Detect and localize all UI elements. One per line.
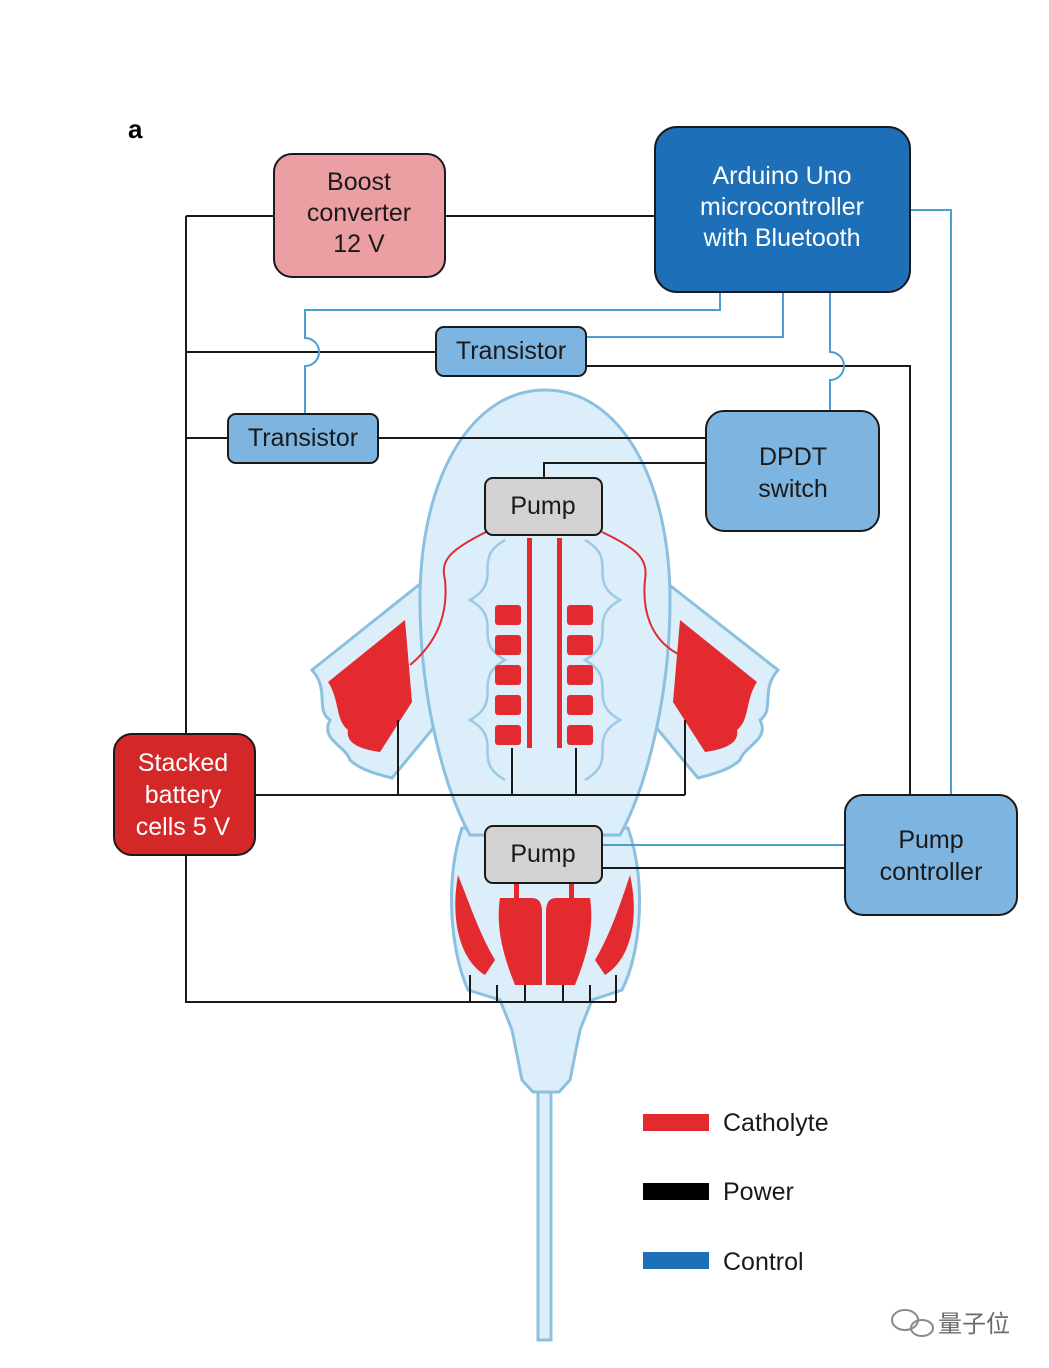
- left-fin-chamber: [328, 620, 412, 752]
- pump-upper-label: Pump: [510, 492, 575, 520]
- central-channel-right: [557, 538, 562, 748]
- arduino-box: Arduino Uno microcontroller with Bluetoo…: [654, 126, 911, 293]
- wechat-icon: [891, 1309, 934, 1337]
- tail-chamber-right-inner: [546, 898, 592, 985]
- control-lines: [304, 209, 952, 846]
- battery-label-1: Stacked: [138, 749, 228, 777]
- catholyte-chambers: [328, 538, 757, 985]
- battery-box: Stacked battery cells 5 V: [113, 733, 256, 856]
- tail-chamber-left-inner: [498, 898, 542, 985]
- boost-converter-box: Boost converter 12 V: [273, 153, 446, 278]
- legend: Catholyte Power Control: [643, 1109, 829, 1276]
- catholyte-tubing: [409, 531, 681, 666]
- tail-chamber-left-outer: [455, 875, 495, 975]
- battery-label-3: cells 5 V: [136, 813, 231, 841]
- right-fin-chamber: [673, 620, 757, 752]
- pump-controller-label-1: Pump: [898, 826, 963, 854]
- transistor-lower-box: Transistor: [227, 413, 379, 464]
- transistor-lower-label: Transistor: [248, 424, 358, 452]
- panel-label: a: [128, 114, 143, 144]
- main-body: [418, 388, 672, 837]
- body-ribs: [467, 538, 623, 782]
- dpdt-switch-label-1: DPDT: [759, 443, 827, 471]
- arduino-label-3: with Bluetooth: [702, 224, 860, 252]
- legend-label-power: Power: [723, 1178, 794, 1206]
- tail-chamber-right-outer: [595, 875, 634, 975]
- legend-label-catholyte: Catholyte: [723, 1109, 829, 1137]
- arduino-label-1: Arduino Uno: [713, 162, 852, 190]
- power-lines: [185, 215, 911, 1003]
- pump-controller-box: Pump controller: [844, 794, 1018, 916]
- transistor-upper-box: Transistor: [435, 326, 587, 377]
- boost-converter-label-1: Boost: [327, 168, 391, 196]
- central-channel-left: [527, 538, 532, 748]
- legend-swatch-control: [643, 1252, 709, 1269]
- pump-upper-box: Pump: [484, 477, 603, 536]
- dpdt-switch-box: DPDT switch: [705, 410, 880, 532]
- watermark-text: 量子位: [938, 1310, 1010, 1338]
- watermark: 量子位: [891, 1309, 1010, 1338]
- legend-swatch-catholyte: [643, 1114, 709, 1131]
- legend-swatch-power: [643, 1183, 709, 1200]
- pump-controller-label-2: controller: [880, 858, 983, 886]
- boost-converter-label-3: 12 V: [333, 230, 385, 258]
- pump-lower-label: Pump: [510, 840, 575, 868]
- pump-lower-box: Pump: [484, 825, 603, 884]
- arduino-label-2: microcontroller: [700, 193, 864, 221]
- tail-section: [450, 826, 641, 1094]
- legend-label-control: Control: [723, 1248, 804, 1276]
- battery-label-2: battery: [145, 781, 222, 809]
- transistor-upper-label: Transistor: [456, 337, 566, 365]
- dpdt-switch-label-2: switch: [758, 475, 827, 503]
- boost-converter-label-2: converter: [307, 199, 411, 227]
